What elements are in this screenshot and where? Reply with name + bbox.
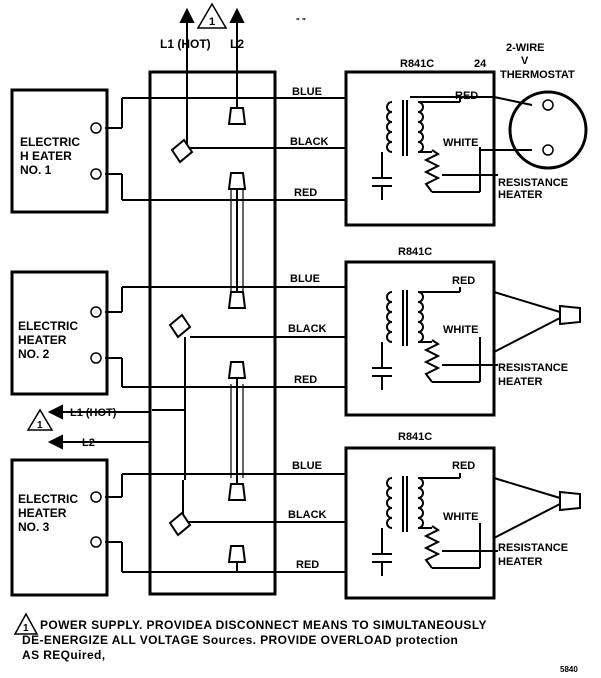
thermostat-name: THERMOSTAT — [500, 69, 575, 81]
wire-nut-icon — [227, 291, 247, 309]
heater-2-terminal-bottom — [90, 352, 102, 364]
relay-2-white-label: WHITE — [443, 324, 478, 336]
relay-1-res1-label: RESISTANCE — [498, 177, 568, 189]
relay-1-red-label: RED — [455, 90, 478, 102]
thermostat-voltage: 24 — [474, 58, 487, 70]
relay-2-output-wire — [493, 317, 561, 353]
wire-1-red-label: RED — [294, 187, 317, 199]
wire-2-black-label: BLACK — [288, 323, 327, 335]
electric-heater-2 — [10, 270, 109, 396]
heater-1-terminal-bottom — [90, 168, 102, 180]
thermostat-type: 2-WIRE — [506, 42, 545, 54]
heater-3-label-1: ELECTRIC — [18, 492, 78, 506]
relay-3-coil-icon — [386, 477, 393, 529]
heater-2-label-3: NO. 2 — [18, 347, 50, 361]
wire-2-blue-label: BLUE — [290, 273, 320, 285]
heater-1-label-3: NO. 1 — [20, 163, 52, 177]
heater-2-label-1: ELECTRIC — [18, 319, 78, 333]
l2-label: L2 — [230, 37, 244, 51]
wire-nut-icon — [227, 172, 247, 190]
relay-1-model: R841C — [400, 58, 434, 70]
relay-1-res2-label: HEATER — [498, 189, 542, 201]
warning-triangle-number: 1 — [37, 420, 43, 431]
warning-triangle-icon — [26, 408, 54, 431]
heater-1-label-2: H EATER — [20, 149, 72, 163]
wire-nut-icon — [168, 511, 192, 537]
l1-arrow-icon — [179, 7, 195, 23]
heater-1-label-1: ELECTRIC — [20, 135, 80, 149]
l2-arrow-icon — [229, 7, 245, 23]
relay-3-plug-icon — [559, 490, 581, 512]
relay-3-secondary-coil-icon — [417, 477, 424, 529]
heater-3-terminal-top — [90, 491, 102, 503]
relay-2-res2-label: HEATER — [498, 376, 542, 388]
electric-heater-1 — [10, 88, 109, 214]
heater-2-label-2: HEATER — [18, 333, 67, 347]
relay-2-red-label: RED — [452, 275, 475, 287]
relay-3-red-label: RED — [452, 460, 475, 472]
relay-2-coil-icon — [386, 291, 393, 343]
wire-3-black-label: BLACK — [288, 509, 327, 521]
relay-3-resistor-icon — [423, 525, 441, 569]
mid-l1-label: L1 (HOT) — [70, 407, 117, 419]
heater-1-terminal-top — [90, 122, 102, 134]
thermostat-terminal-top — [542, 99, 554, 111]
junction-box — [148, 70, 277, 596]
footnote: POWER SUPPLY. PROVIDEA DISCONNECT MEANS … — [22, 618, 582, 663]
relay-2-plug-icon — [559, 304, 581, 326]
l1-label: L1 (HOT) — [160, 37, 211, 51]
relay-2-output-wire — [493, 291, 561, 313]
relay-1-secondary-coil-icon — [417, 101, 424, 153]
heater-3-label-2: HEATER — [18, 506, 67, 520]
mid-l1-arrow-icon — [47, 404, 63, 420]
footnote-line-2: DE-ENERGIZE ALL VOLTAGE Sources. PROVIDE… — [22, 633, 459, 647]
relay-2 — [344, 260, 496, 417]
footnote-line-1: POWER SUPPLY. PROVIDEA DISCONNECT MEANS … — [40, 618, 487, 632]
wire-nut-icon — [227, 107, 247, 125]
electric-heater-3 — [10, 458, 109, 597]
heater-2-terminal-top — [90, 306, 102, 318]
thermostat-body — [508, 90, 588, 170]
relay-3-output-wire — [493, 477, 561, 499]
relay-3-res2-label: HEATER — [498, 556, 542, 568]
warning-triangle-icon — [196, 2, 228, 29]
warning-triangle-icon — [13, 612, 39, 635]
wire-3-blue-label: BLUE — [292, 460, 322, 472]
thermostat-terminal-bottom — [542, 144, 554, 156]
wire-nut-icon — [227, 361, 247, 379]
relay-1-white-label: WHITE — [443, 137, 478, 149]
heater-3-terminal-bottom — [90, 536, 102, 548]
mid-l2-arrow-icon — [47, 434, 63, 450]
relay-1-resistor-icon — [423, 149, 441, 193]
relay-2-model: R841C — [398, 246, 432, 258]
footnote-line-3: AS REQuired, — [22, 648, 106, 662]
mid-l2-label: L2 — [82, 437, 95, 449]
wire-nut-icon — [227, 483, 247, 501]
relay-3-res1-label: RESISTANCE — [498, 542, 568, 554]
wire-nut-icon — [168, 313, 192, 339]
relay-1-coil-icon — [386, 101, 393, 153]
relay-2-res1-label: RESISTANCE — [498, 362, 568, 374]
wire-nut-icon — [170, 138, 194, 164]
wire-1-blue-label: BLUE — [292, 86, 322, 98]
wire-nut-icon — [227, 545, 247, 563]
corner-mark: 5840 — [560, 665, 578, 674]
relay-2-secondary-coil-icon — [417, 291, 424, 343]
relay-3-model: R841C — [398, 431, 432, 443]
small-mark: " " — [296, 17, 306, 26]
relay-3-white-label: WHITE — [443, 511, 478, 523]
relay-2-resistor-icon — [423, 339, 441, 383]
relay-3-output-wire — [493, 503, 561, 539]
wire-3-red-label: RED — [296, 559, 319, 571]
warning-triangle-number: 1 — [23, 623, 29, 634]
thermostat-volt: V — [521, 55, 529, 67]
warning-triangle-number: 1 — [209, 16, 215, 28]
heater-3-label-3: NO. 3 — [18, 520, 50, 534]
wire-1-black-label: BLACK — [290, 136, 329, 148]
wire-2-red-label: RED — [294, 374, 317, 386]
